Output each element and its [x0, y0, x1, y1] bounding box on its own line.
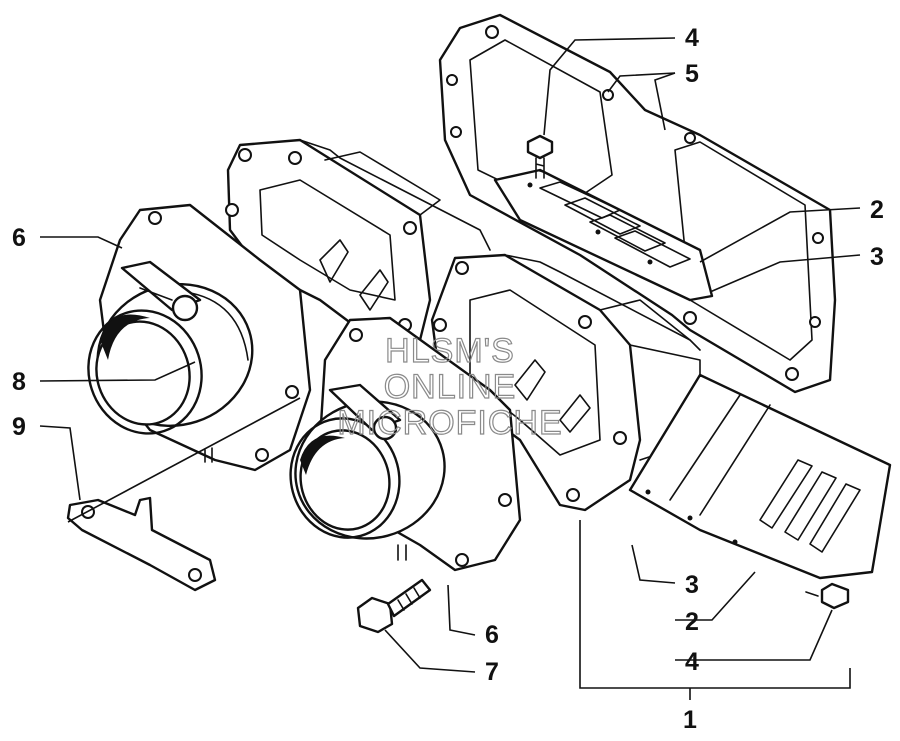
reed-block-right [430, 253, 701, 512]
callout-8: 8 [12, 368, 26, 396]
mounting-bracket [66, 496, 217, 592]
clamp-left [120, 260, 202, 322]
flange-studs [204, 447, 407, 561]
callout-3-bottom: 3 [685, 571, 699, 599]
lower-reed-assembly [628, 373, 892, 580]
callouts: 4 5 2 3 6 8 9 3 2 4 6 7 1 [12, 24, 884, 734]
leader-lines [39, 37, 861, 700]
rubber-boot-right [289, 400, 446, 540]
watermark-line-2: ONLINE [384, 368, 517, 406]
rear-gasket [438, 13, 837, 394]
upper-reed-assembly [493, 168, 714, 302]
callout-7: 7 [485, 658, 499, 686]
hex-bolt [356, 578, 432, 634]
upper-screw [526, 134, 554, 179]
callout-6-left: 6 [12, 224, 26, 252]
rubber-boot-left [87, 282, 254, 435]
watermark-line-3: MICROFICHE [337, 404, 562, 442]
callout-1: 1 [683, 706, 697, 734]
callout-6-bottom: 6 [485, 621, 499, 649]
lower-screw [805, 582, 850, 610]
callout-2-bottom: 2 [685, 608, 699, 636]
callout-4-bottom: 4 [685, 648, 699, 676]
callout-9: 9 [12, 413, 26, 441]
watermark: HLSM'S ONLINE MICROFICHE [337, 331, 563, 442]
callout-3-top: 3 [870, 243, 884, 271]
clamp-right [328, 383, 402, 441]
callout-2-top: 2 [870, 196, 884, 224]
watermark-line-1: HLSM'S [385, 332, 515, 370]
callout-4-top: 4 [685, 24, 699, 52]
callout-5: 5 [685, 60, 699, 88]
